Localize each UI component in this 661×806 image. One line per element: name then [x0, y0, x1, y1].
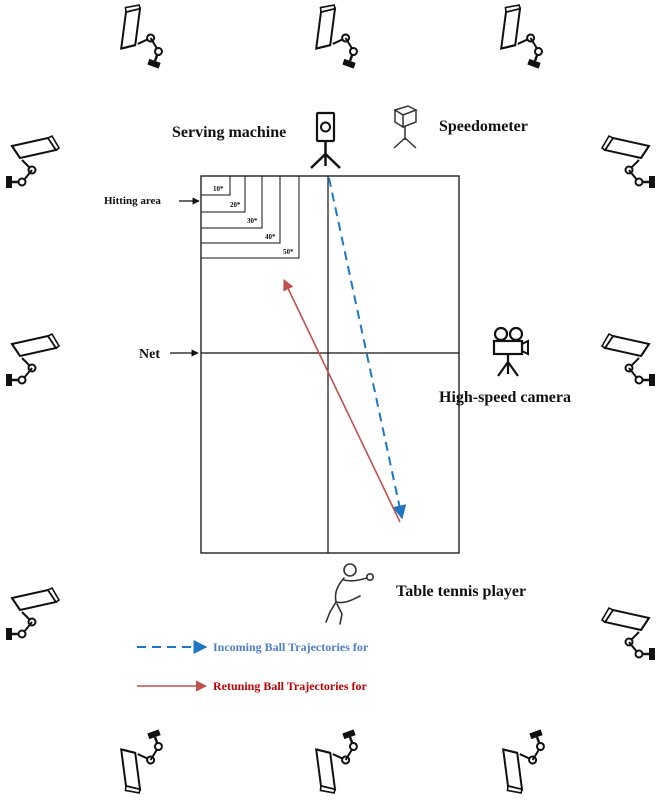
surveillance-camera-icon	[4, 586, 61, 642]
surveillance-camera-icon	[600, 332, 657, 388]
surveillance-camera-icon	[490, 728, 560, 799]
net-label: Net	[139, 347, 160, 362]
surveillance-camera-icon	[600, 134, 657, 190]
serving-machine-icon	[310, 111, 341, 169]
returning-trajectory-arrow	[283, 278, 401, 523]
table-outline	[200, 175, 460, 554]
surveillance-camera-icon	[4, 332, 61, 388]
surveillance-camera-icon	[303, 0, 373, 70]
speedometer-label: Speedometer	[439, 118, 528, 135]
high-speed-camera-icon	[492, 326, 529, 377]
hitting-zone-30	[201, 176, 263, 229]
hitting-zone-20	[201, 176, 246, 213]
table-tennis-player-icon	[325, 563, 374, 625]
hitting-zone-label: 30*	[247, 217, 258, 225]
high-speed-camera-label: High-speed camera	[439, 389, 571, 406]
hitting-zone-10	[201, 176, 231, 196]
hitting-area-label: Hitting area	[104, 195, 161, 207]
table-tennis-player-label: Table tennis player	[396, 583, 526, 600]
hitting-zone-label: 50*	[283, 248, 294, 256]
surveillance-camera-icon	[600, 606, 657, 662]
hitting-zone-label: 40*	[265, 233, 276, 241]
incoming-trajectory-arrow	[328, 177, 407, 520]
speedometer-icon	[393, 105, 418, 149]
hitting-zone-label: 10*	[213, 185, 224, 193]
surveillance-camera-icon	[108, 0, 178, 70]
hitting-zone-50	[201, 176, 300, 259]
serving-machine-label: Serving machine	[172, 124, 286, 141]
surveillance-camera-icon	[488, 0, 558, 70]
legend-incoming-label: Incoming Ball Trajectories for	[213, 640, 369, 654]
hitting-zone-label: 20*	[230, 201, 241, 209]
hitting-zone-40	[201, 176, 281, 244]
surveillance-camera-icon	[4, 134, 61, 190]
surveillance-camera-icon	[108, 728, 178, 799]
hitting-area-zones	[201, 176, 300, 259]
legend-returning-label: Retuning Ball Trajectories for	[213, 679, 368, 693]
surveillance-camera-icon	[303, 728, 373, 799]
